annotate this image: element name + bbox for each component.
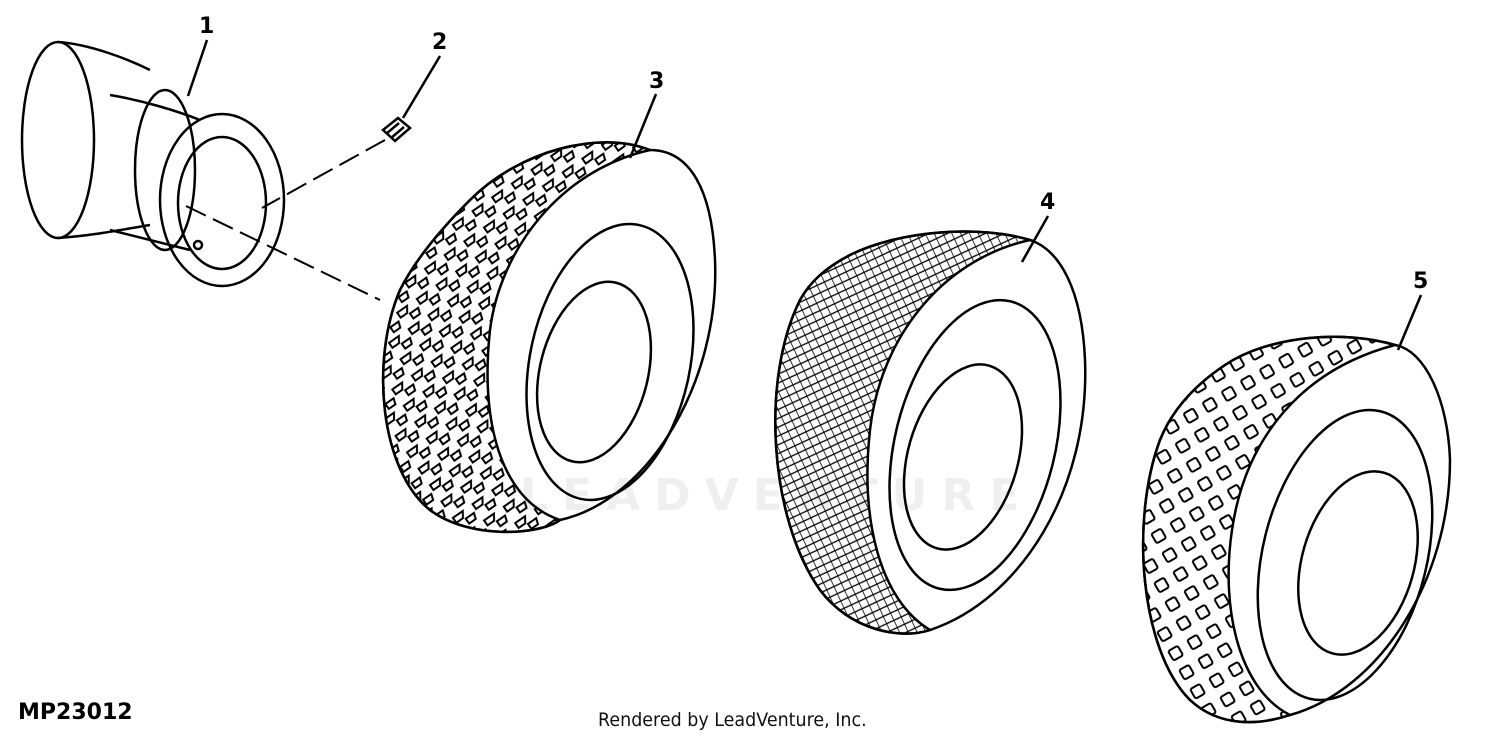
callout-1: 1	[199, 14, 215, 39]
watermark: LEADVENTURE	[520, 470, 1034, 521]
tire-knobby-tread	[1141, 335, 1452, 724]
credit-text: Rendered by LeadVenture, Inc.	[598, 709, 867, 731]
tire-lug-tread	[381, 141, 717, 534]
callout-2: 2	[432, 30, 448, 55]
callout-5: 5	[1413, 269, 1429, 294]
leader-lines	[186, 39, 1423, 351]
diagram-id: MP23012	[18, 700, 133, 725]
wheel-rim	[20, 40, 286, 288]
valve-stem	[381, 116, 412, 143]
alignment-lines	[185, 139, 386, 301]
tire-turf-tread	[774, 230, 1087, 635]
callout-4: 4	[1040, 190, 1056, 215]
callout-3: 3	[649, 69, 665, 94]
